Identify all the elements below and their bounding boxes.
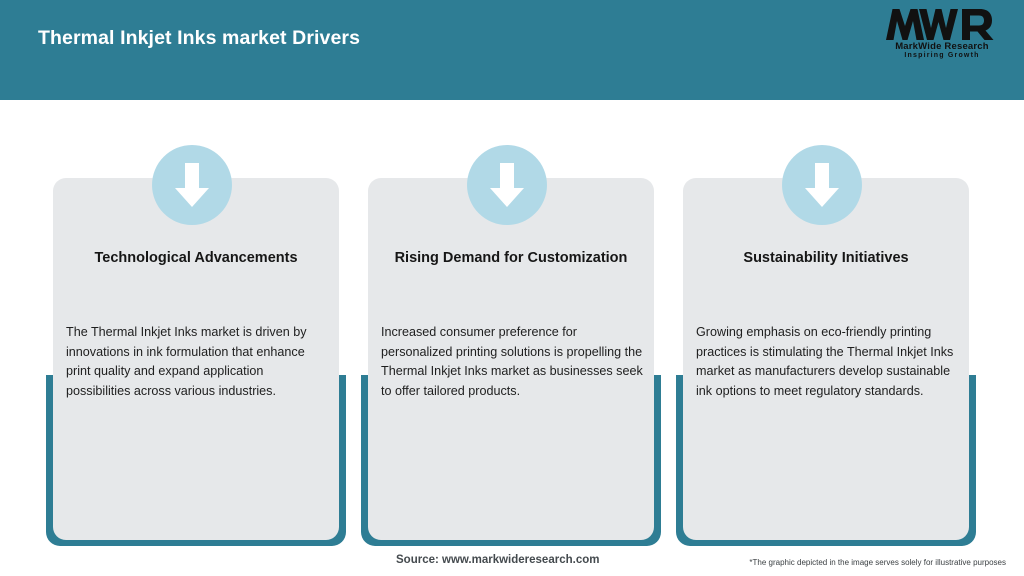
card-bracket-accent xyxy=(676,375,976,546)
logo-tagline: Inspiring Growth xyxy=(904,52,980,59)
driver-card-3: Sustainability Initiatives Growing empha… xyxy=(676,0,976,576)
logo-company-name: MarkWide Research xyxy=(895,41,989,52)
card-bracket-accent xyxy=(361,375,661,546)
card-bracket-accent xyxy=(46,375,346,546)
markwide-research-logo: MarkWide Research Inspiring Growth xyxy=(884,8,1000,66)
card-body-text: Increased consumer preference for person… xyxy=(381,325,643,398)
down-arrow-icon xyxy=(467,145,547,225)
card-body-text: Growing emphasis on eco-friendly printin… xyxy=(696,325,954,398)
card-heading: Technological Advancements xyxy=(94,250,298,266)
down-arrow-icon xyxy=(152,145,232,225)
card-panel: Sustainability Initiatives Growing empha… xyxy=(683,178,969,540)
card-body-text: The Thermal Inkjet Inks market is driven… xyxy=(66,325,307,398)
card-panel: Technological Advancements The Thermal I… xyxy=(53,178,339,540)
card-panel: Rising Demand for Customization Increase… xyxy=(368,178,654,540)
disclaimer-label: *The graphic depicted in the image serve… xyxy=(749,558,1006,567)
down-arrow-icon xyxy=(782,145,862,225)
driver-card-2: Rising Demand for Customization Increase… xyxy=(361,0,661,576)
source-label: Source: www.markwideresearch.com xyxy=(396,554,600,566)
card-heading: Sustainability Initiatives xyxy=(743,250,909,266)
driver-card-1: Technological Advancements The Thermal I… xyxy=(46,0,346,576)
page-title: Thermal Inkjet Inks market Drivers xyxy=(38,27,361,49)
header-bar: Thermal Inkjet Inks market Drivers MarkW… xyxy=(0,0,1024,100)
card-heading: Rising Demand for Customization xyxy=(394,250,628,266)
mwr-monogram-icon xyxy=(884,8,1000,42)
